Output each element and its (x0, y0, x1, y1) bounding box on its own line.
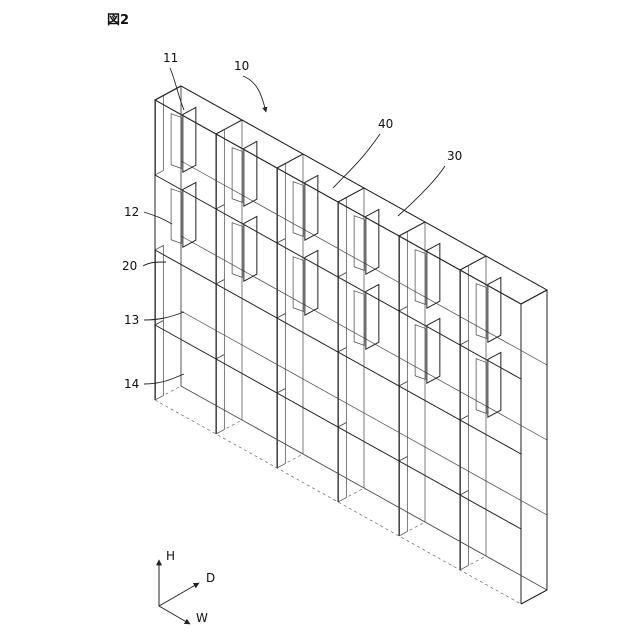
stipple-strip (400, 382, 408, 461)
hanging-board-shadow (171, 189, 181, 244)
ref-label-30: 30 (447, 149, 462, 163)
leader-line-11 (170, 68, 184, 110)
leader-arrow-10 (243, 76, 266, 112)
stipple-strip (461, 341, 469, 420)
right-bottom-edge (521, 590, 547, 604)
divider-top-edge (460, 256, 486, 270)
hanging-board-shadow (171, 114, 181, 169)
stipple-strip (400, 232, 408, 311)
stipple-strip (278, 389, 286, 468)
axis-w-label: W (196, 611, 208, 625)
stipple-strip (156, 246, 164, 325)
leader-line-14 (144, 374, 184, 384)
figure-title: 図2 (107, 13, 129, 28)
divider-top-edge (277, 154, 303, 168)
leader-line-12 (144, 212, 172, 224)
axis-h-label: H (166, 549, 175, 563)
stipple-strip (400, 307, 408, 386)
stipple-strip (339, 348, 347, 427)
divider-top-edge (399, 222, 425, 236)
shelf-structure (155, 86, 547, 604)
axis-d-arrow (159, 583, 199, 606)
ref-label-14: 14 (124, 377, 139, 391)
stipple-strip (278, 239, 286, 318)
leader-line-13 (144, 312, 184, 320)
axis-w-arrow (159, 606, 190, 624)
leader-line-30 (398, 166, 445, 216)
stipple-strip (217, 205, 225, 284)
divider-top-edge (216, 120, 242, 134)
axis-d-label: D (206, 571, 215, 585)
ref-label-13: 13 (124, 313, 139, 327)
stipple-strip (217, 355, 225, 434)
stipple-strip (278, 164, 286, 243)
stipple-strip (461, 416, 469, 495)
stipple-strip (461, 491, 469, 570)
stipple-strip (339, 198, 347, 277)
divider-top-edge (338, 188, 364, 202)
ref-label-20: 20 (122, 259, 137, 273)
stipple-strip (461, 266, 469, 345)
stipple-strip (156, 96, 164, 175)
stipple-strip (278, 314, 286, 393)
stipple-strip (217, 280, 225, 359)
stipple-strip (217, 130, 225, 209)
ref-label-12: 12 (124, 205, 139, 219)
ref-label-11: 11 (163, 51, 178, 65)
stipple-strip (339, 273, 347, 352)
leader-line-40 (333, 134, 380, 188)
stipple-strip (156, 321, 164, 400)
stipple-strip (400, 457, 408, 536)
ref-label-40: 40 (378, 117, 393, 131)
ref-label-10: 10 (234, 59, 249, 73)
stipple-strip (339, 423, 347, 502)
